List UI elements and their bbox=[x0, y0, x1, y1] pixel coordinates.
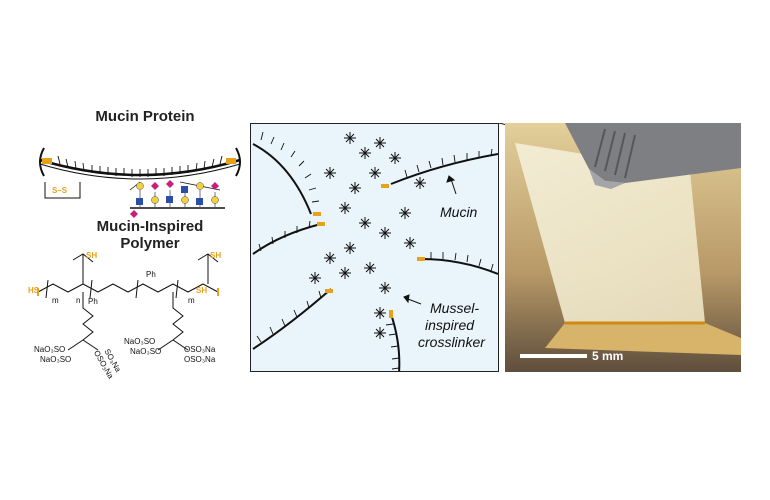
mucin-protein-title: Mucin Protein bbox=[95, 108, 195, 125]
mucin-strand-top-right bbox=[390, 153, 498, 185]
crosslinker-label-line-1: Mussel- bbox=[430, 300, 480, 316]
polymer-structure-drawing bbox=[37, 253, 219, 351]
mucin-arrow bbox=[450, 178, 457, 195]
hydrogel-photo-drawing bbox=[505, 123, 741, 372]
network-schematic bbox=[252, 131, 498, 371]
hs-label: HS bbox=[28, 286, 40, 295]
glycan-tree-icon bbox=[130, 180, 225, 218]
salt-label-1: NaO₃SO bbox=[34, 345, 66, 354]
mucin-strand-left bbox=[252, 223, 322, 255]
scale-bar-label: 5 mm bbox=[592, 349, 624, 363]
scale-bar bbox=[520, 354, 587, 358]
mucin-strand-top-left bbox=[252, 143, 312, 215]
salt-label-2: NaO₃SO bbox=[40, 355, 72, 364]
tweezers-icon bbox=[565, 123, 741, 183]
sh-label-right: SH bbox=[210, 251, 222, 260]
mucin-strand-right bbox=[420, 258, 498, 275]
mucin-protein-drawing bbox=[39, 147, 241, 218]
network-schematic-panel bbox=[250, 123, 499, 372]
mucin-strand-bottom-left bbox=[252, 288, 332, 350]
crosslinker-label-line-3: crosslinker bbox=[418, 334, 485, 350]
salt-label-8: OSO₃Na bbox=[184, 355, 216, 364]
ph-label-left: Ph bbox=[88, 297, 98, 306]
crosslinker-label-line-2: inspired bbox=[425, 317, 475, 333]
ph-label-right: Ph bbox=[146, 270, 156, 279]
hydrogel-sheet bbox=[515, 143, 705, 323]
m-label-left: m bbox=[52, 296, 59, 305]
mucin-label: Mucin bbox=[440, 204, 478, 220]
m-label-right: m bbox=[188, 296, 195, 305]
hydrogel-photo bbox=[505, 123, 741, 372]
n-label: n bbox=[76, 296, 81, 305]
salt-label-7: OSO₃Na bbox=[184, 345, 216, 354]
mucin-strand-bottom bbox=[390, 313, 401, 371]
disulfide-label: S–S bbox=[52, 186, 68, 195]
crosslinker-arrow bbox=[407, 298, 422, 305]
polymer-title: Mucin-Inspired Polymer bbox=[96, 218, 204, 252]
salt-label-6: NaO₃SO bbox=[130, 347, 162, 356]
salt-label-5: NaO₃SO bbox=[124, 337, 156, 346]
sh-label-end: SH bbox=[196, 286, 208, 295]
crosslinker-stars bbox=[309, 132, 426, 339]
sh-label-left: SH bbox=[86, 251, 98, 260]
